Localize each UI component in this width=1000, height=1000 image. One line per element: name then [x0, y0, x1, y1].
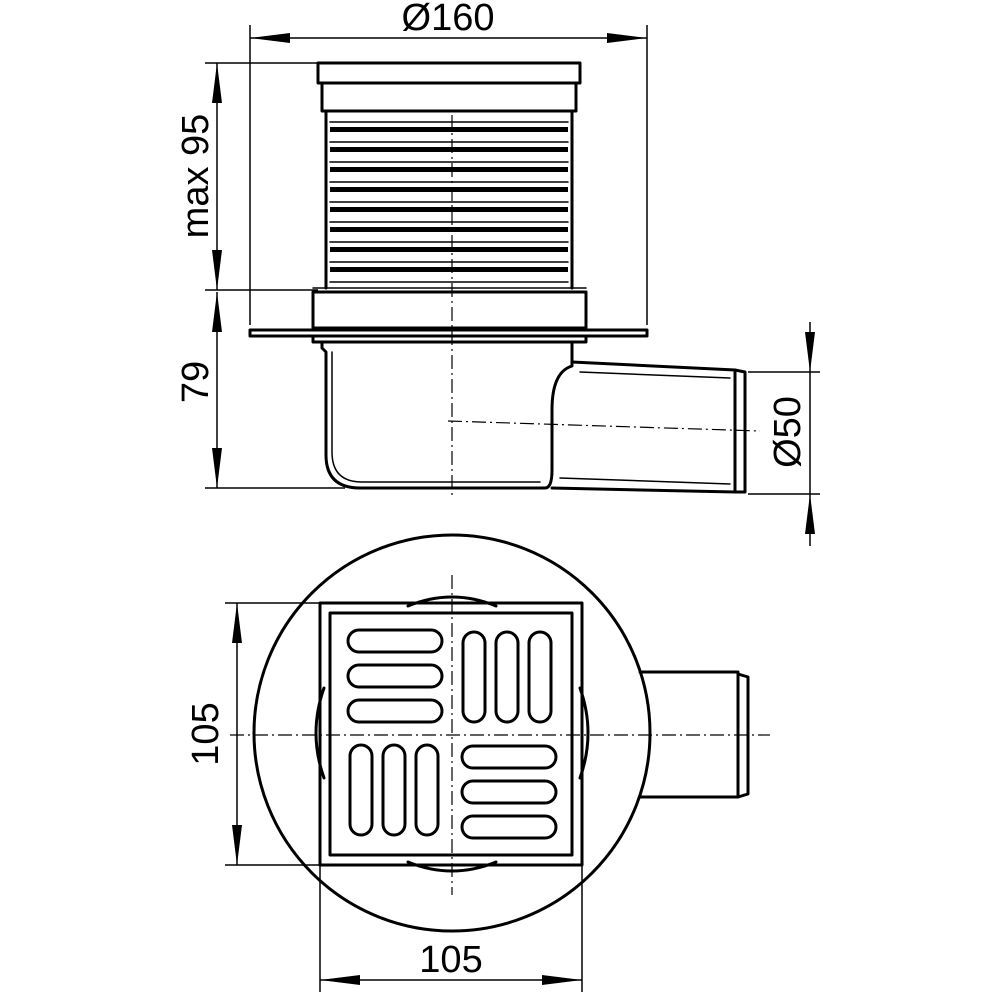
- plan-view: [230, 533, 770, 933]
- dimension-diameter-50: Ø50: [748, 322, 820, 546]
- membrane-flange: [248, 328, 649, 344]
- extension-ribs: [329, 121, 569, 283]
- plan-flange-circle: [252, 533, 652, 933]
- side-view: [248, 61, 761, 495]
- dimension-105-horizontal: 105: [319, 865, 583, 992]
- grate-slots-top-right: [461, 630, 553, 724]
- dimension-105-vertical: 105: [185, 602, 320, 866]
- extension-pipe: [316, 61, 582, 290]
- dimension-label-max-95: max 95: [175, 114, 217, 239]
- grate: [318, 601, 584, 867]
- dimension-diameter-160: Ø160: [249, 0, 648, 325]
- grate-slots-top-left: [346, 628, 444, 724]
- side-outlet: [550, 360, 747, 494]
- dimension-label-diameter-50: Ø50: [767, 396, 809, 468]
- dimension-max-95: max 95: [175, 62, 318, 291]
- outlet-centerline: [447, 420, 761, 432]
- dimension-label-105-horizontal: 105: [419, 939, 482, 981]
- dimension-label-diameter-160: Ø160: [402, 0, 495, 39]
- dimension-79: 79: [175, 292, 345, 489]
- flange-collar: [311, 287, 588, 330]
- dimension-label-79: 79: [175, 361, 217, 403]
- dimension-label-105-vertical: 105: [185, 702, 227, 765]
- grate-slots-bottom-left: [348, 743, 440, 837]
- grate-slots-bottom-right: [460, 744, 558, 840]
- drain-body: [320, 340, 574, 490]
